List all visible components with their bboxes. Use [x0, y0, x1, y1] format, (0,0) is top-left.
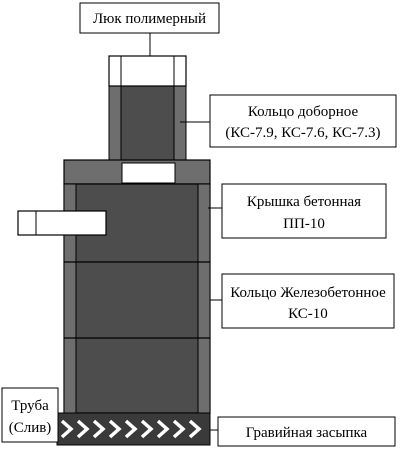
outlet-pipe — [17, 210, 107, 236]
label-pipe-line2: (Слив) — [9, 420, 52, 436]
concrete-cover — [63, 159, 211, 185]
label-concrete-ring-line1: Кольцо Железобетонное — [230, 285, 386, 301]
label-gravel-text: Гравийная засыпка — [246, 425, 368, 441]
label-extension-ring-line1: Кольцо доборное — [248, 104, 359, 120]
concrete-ring-stack — [63, 183, 211, 414]
label-concrete-cover-line2: ПП-10 — [283, 216, 325, 232]
label-extension-ring: Кольцо доборное (КС-7.9, КС-7.6, КС-7.3) — [209, 94, 397, 148]
label-concrete-ring: Кольцо Железобетонное КС-10 — [221, 273, 395, 329]
polymer-hatch — [108, 55, 187, 87]
gravel-backfill — [56, 412, 211, 446]
label-pipe: Труба (Слив) — [1, 387, 59, 443]
label-concrete-ring-line2: КС-10 — [288, 306, 328, 322]
label-pipe-line1: Труба — [11, 398, 49, 414]
label-gravel: Гравийная засыпка — [217, 416, 396, 447]
label-concrete-cover: Крышка бетонная ПП-10 — [221, 183, 387, 239]
extension-ring — [108, 85, 187, 164]
label-extension-ring-line2: (КС-7.9, КС-7.6, КС-7.3) — [225, 125, 380, 141]
label-hatch-text: Люк полимерный — [93, 11, 206, 27]
label-concrete-cover-line1: Крышка бетонная — [247, 194, 361, 210]
label-hatch: Люк полимерный — [79, 2, 220, 34]
